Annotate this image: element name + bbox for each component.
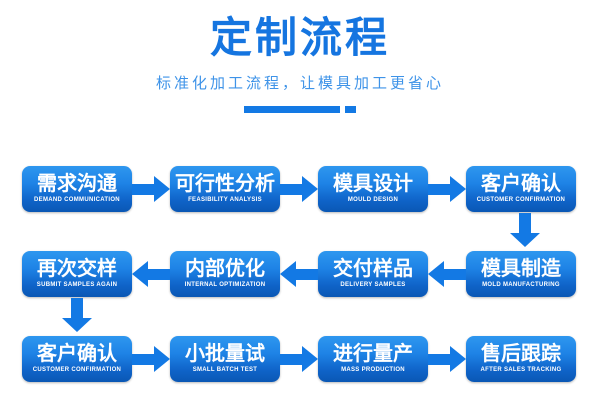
arrow-head — [154, 176, 170, 202]
arrow-shaft — [280, 354, 302, 365]
page-title: 定制流程 — [209, 14, 390, 61]
flow-node-label-cn: 模具设计 — [333, 173, 413, 195]
flow-node-customer-confirmation-1[interactable]: 客户确认 CUSTOMER CONFIRMATION — [466, 166, 576, 212]
arrow-right-icon — [132, 346, 170, 372]
arrow-down-icon-row2-row3 — [62, 298, 92, 332]
arrow-shaft — [280, 184, 302, 195]
arrow-right-icon — [132, 176, 170, 202]
flow-node-label-en: MOLD MANUFACTURING — [482, 282, 560, 288]
flow-node-internal-optimization[interactable]: 内部优化 INTERNAL OPTIMIZATION — [170, 251, 280, 297]
flow-node-label-cn: 客户确认 — [481, 173, 561, 195]
arrow-right-icon — [280, 176, 318, 202]
flow-node-label-en: CUSTOMER CONFIRMATION — [476, 197, 566, 203]
arrow-head — [132, 261, 148, 287]
flow-node-label-cn: 小批量试 — [185, 343, 265, 365]
flow-node-label-cn: 需求沟通 — [37, 173, 117, 195]
flow-node-label-cn: 客户确认 — [37, 343, 117, 365]
flow-node-label-en: FEASIBILITY ANALYSIS — [188, 197, 262, 203]
flow-node-label-en: SUBMIT SAMPLES AGAIN — [36, 282, 118, 288]
flow-node-label-cn: 可行性分析 — [175, 173, 275, 195]
flow-node-mass-production[interactable]: 进行量产 MASS PRODUCTION — [318, 336, 428, 382]
arrow-left-icon — [428, 261, 466, 287]
arrow-left-icon — [280, 261, 318, 287]
flow-node-label-en: SMALL BATCH TEST — [192, 367, 258, 373]
arrow-shaft — [444, 269, 466, 280]
flow-node-label-cn: 模具制造 — [481, 258, 561, 280]
arrow-head — [450, 176, 466, 202]
flow-node-label-cn: 再次交样 — [37, 258, 117, 280]
flow-node-submit-samples-again[interactable]: 再次交样 SUBMIT SAMPLES AGAIN — [22, 251, 132, 297]
arrow-shaft — [296, 269, 318, 280]
arrow-head — [510, 233, 540, 247]
flow-node-feasibility-analysis[interactable]: 可行性分析 FEASIBILITY ANALYSIS — [170, 166, 280, 212]
flow-node-label-en: CUSTOMER CONFIRMATION — [32, 367, 122, 373]
arrow-head — [280, 261, 296, 287]
flow-node-mold-manufacturing[interactable]: 模具制造 MOLD MANUFACTURING — [466, 251, 576, 297]
flow-node-label-cn: 交付样品 — [333, 258, 413, 280]
arrow-down-icon-row1-row2 — [510, 213, 540, 247]
flow-node-label-cn: 内部优化 — [185, 258, 265, 280]
flow-node-label-en: MASS PRODUCTION — [341, 367, 405, 373]
arrow-head — [428, 261, 444, 287]
flow-row-3: 客户确认 CUSTOMER CONFIRMATION 小批量试 SMALL BA… — [0, 335, 600, 383]
page-subtitle: 标准化加工流程，让模具加工更省心 — [155, 75, 444, 92]
header: 定制流程 标准化加工流程，让模具加工更省心 — [0, 0, 600, 113]
flow-node-customer-confirmation-2[interactable]: 客户确认 CUSTOMER CONFIRMATION — [22, 336, 132, 382]
flow-node-label-en: INTERNAL OPTIMIZATION — [184, 282, 266, 288]
arrow-head — [62, 318, 92, 332]
arrow-right-icon — [280, 346, 318, 372]
flow-node-small-batch-test[interactable]: 小批量试 SMALL BATCH TEST — [170, 336, 280, 382]
flow-row-1: 需求沟通 DEMAND COMMUNICATION 可行性分析 FEASIBIL… — [0, 165, 600, 213]
flow-node-label-en: DEMAND COMMUNICATION — [34, 197, 120, 203]
arrow-shaft — [519, 213, 531, 233]
arrow-head — [450, 346, 466, 372]
arrow-shaft — [428, 184, 450, 195]
header-divider — [0, 106, 600, 113]
arrow-shaft — [428, 354, 450, 365]
arrow-shaft — [132, 184, 154, 195]
flow-node-label-cn: 售后跟踪 — [481, 343, 561, 365]
arrow-shaft — [71, 298, 83, 318]
arrow-right-icon — [428, 346, 466, 372]
flow-node-mould-design[interactable]: 模具设计 MOULD DESIGN — [318, 166, 428, 212]
arrow-shaft — [132, 354, 154, 365]
arrow-left-icon — [132, 261, 170, 287]
divider-bar — [244, 106, 340, 113]
arrow-head — [302, 176, 318, 202]
arrow-right-icon — [428, 176, 466, 202]
arrow-head — [302, 346, 318, 372]
arrow-shaft — [148, 269, 170, 280]
arrow-head — [154, 346, 170, 372]
flow-node-label-cn: 进行量产 — [333, 343, 413, 365]
flow-node-delivery-samples[interactable]: 交付样品 DELIVERY SAMPLES — [318, 251, 428, 297]
flow-node-label-en: AFTER SALES TRACKING — [480, 367, 562, 373]
divider-dot — [345, 106, 356, 113]
process-flow-diagram: 需求沟通 DEMAND COMMUNICATION 可行性分析 FEASIBIL… — [0, 150, 600, 390]
flow-node-label-en: DELIVERY SAMPLES — [340, 282, 406, 288]
flow-node-label-en: MOULD DESIGN — [347, 197, 399, 203]
flow-row-2: 再次交样 SUBMIT SAMPLES AGAIN 内部优化 INTERNAL … — [0, 250, 600, 298]
flow-node-after-sales-tracking[interactable]: 售后跟踪 AFTER SALES TRACKING — [466, 336, 576, 382]
flow-node-demand-communication[interactable]: 需求沟通 DEMAND COMMUNICATION — [22, 166, 132, 212]
